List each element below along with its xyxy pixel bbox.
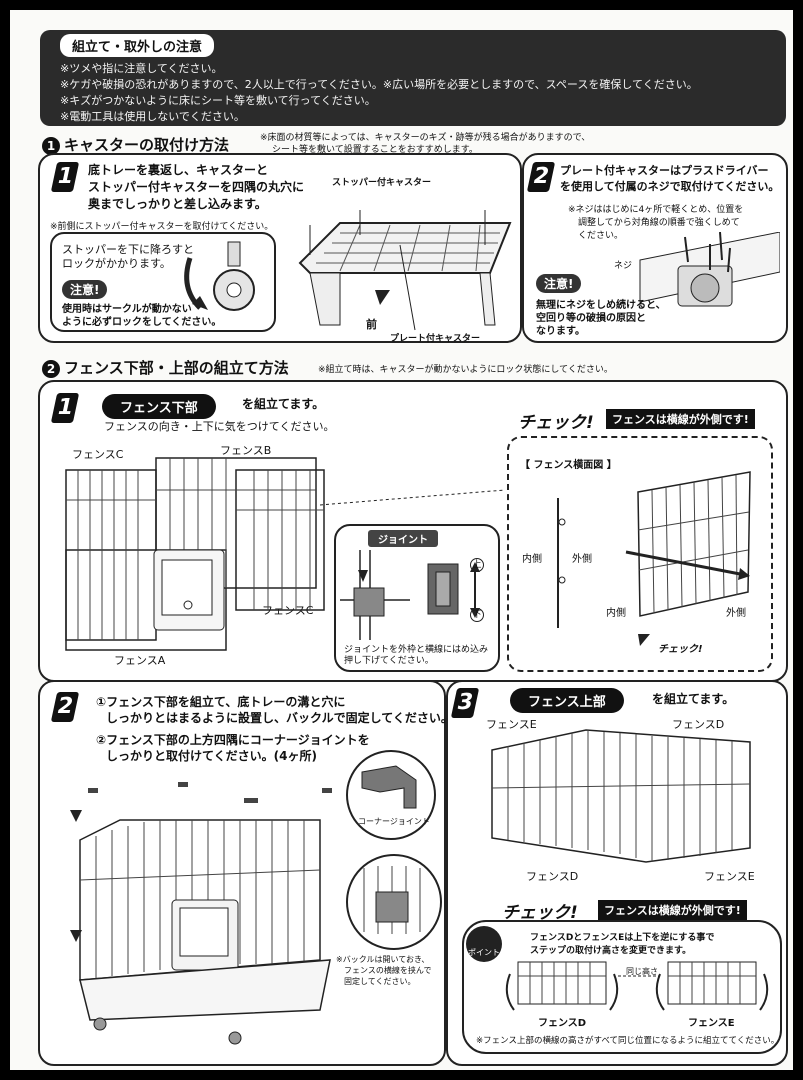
- joint-title: ジョイント: [368, 530, 438, 547]
- point-text-2: ステップの取付け高さを変更できます。: [530, 946, 692, 956]
- outer-label-2: 外側: [726, 608, 746, 619]
- caution-line-2: ※ケガや破損の恐れがありますので、2人以上で行ってください。※広い場所を必要とし…: [60, 78, 698, 91]
- fence-d-bottom-label: フェンスD: [526, 870, 579, 883]
- fence-c-top-label: フェンスC: [72, 448, 124, 461]
- caster-step1-line3: 奥までしっかりと差し込みます。: [88, 197, 267, 211]
- caster-step2-line1: プレート付キャスターはプラスドライバー: [560, 164, 769, 177]
- corner-joint-icon: [361, 765, 417, 809]
- fence-step2-line3: ②フェンス下部の上方四隅にコーナージョイントを: [96, 733, 370, 747]
- fence-lower-text: を組立てます。: [242, 397, 325, 411]
- screw-caution-2: 空回り等の破損の原因と: [536, 313, 646, 324]
- screw-note-2: 調整してから対角線の順番で強くしめて: [578, 218, 740, 228]
- screw-caution-3: なります。: [536, 326, 585, 337]
- plate-caster-illustration: [639, 232, 780, 307]
- plate-caster-label: プレート付キャスター: [390, 334, 481, 344]
- joint-text-2: 押し下げてください。: [344, 656, 434, 666]
- joint-down-label: 下: [470, 608, 484, 622]
- fence-upper-illustration: [491, 729, 751, 863]
- screw-label: ネジ: [614, 261, 633, 271]
- fence-d-point-label: フェンスD: [538, 1018, 587, 1029]
- fence-step2-line4: しっかりと取付けてください。(4ヶ所): [106, 749, 317, 763]
- stopper-caster-illustration: [184, 241, 255, 311]
- fence-b-label: フェンスB: [220, 444, 272, 457]
- same-height-label: 同じ高さ: [626, 967, 658, 976]
- point-label: ポイント: [468, 948, 500, 957]
- assembly-caution-panel: 組立て・取外しの注意 ※ツメや指に注意してください。 ※ケガや破損の恐れがありま…: [40, 30, 786, 126]
- section1-note-2: シート等を敷いて設置することをおすすめします。: [272, 145, 478, 155]
- caution-line-1: ※ツメや指に注意してください。: [60, 62, 223, 75]
- stopper-caution-badge: 注意!: [62, 280, 108, 299]
- joint-text-1: ジョイントを外枠と横線にはめ込み: [344, 645, 489, 655]
- check-title-2: チェック!: [502, 903, 578, 923]
- fence-tray-illustration: [70, 782, 332, 1045]
- fence-orientation-note: フェンスの向き・上下に気をつけてください。: [104, 420, 335, 433]
- stopper-caution-2: ように必ずロックをしてください。: [62, 317, 222, 328]
- point-badge: ポイント: [466, 926, 502, 962]
- check-arrow-label: チェック!: [658, 644, 703, 655]
- check-title-1: チェック!: [518, 413, 594, 433]
- caution-line-3: ※キズがつかないように床にシート等を敷いて行ってください。: [60, 94, 376, 107]
- caster-step1-line1: 底トレーを裏返し、キャスターと: [88, 163, 269, 177]
- buckle-note-3: 固定してください。: [344, 977, 416, 986]
- stopper-text-1: ストッパーを下に降ろすと: [62, 243, 194, 256]
- check-pill-1: フェンスは横線が外側です!: [606, 409, 755, 429]
- corner-joint-inset: [346, 750, 436, 840]
- inner-label-2: 内側: [606, 608, 626, 619]
- section1-title: キャスターの取付け方法: [64, 136, 230, 154]
- fence-step2-line1: ①フェンス下部を組立て、底トレーの溝と穴に: [96, 695, 346, 709]
- section1-note-1: ※床面の材質等によっては、キャスターのキズ・跡等が残る場合がありますので、: [260, 133, 591, 143]
- screw-note-3: ください。: [578, 231, 624, 241]
- fence-lower-pill: フェンス下部: [102, 394, 216, 419]
- stopper-caster-label: ストッパー付キャスター: [332, 178, 432, 188]
- caution-line-4: ※電動工具は使用しないでください。: [60, 110, 245, 123]
- corner-joint-label: コーナージョイント: [358, 817, 430, 826]
- fence-side-view-illustration: [557, 471, 751, 646]
- buckle-inset: [346, 854, 442, 950]
- buckle-note-1: ※バックルは開いておき、: [336, 955, 430, 964]
- caster-step2-line2: を使用して付属のネジで取付けてください。: [560, 180, 780, 193]
- buckle-note-2: フェンスの横線を挟んで: [344, 966, 432, 975]
- fence-side-view-box: [507, 436, 773, 672]
- dashed-leader-line: [319, 489, 506, 506]
- section2-number: 2: [42, 359, 60, 378]
- fence-side-view-title: 【 フェンス横面図 】: [520, 460, 617, 471]
- joint-illustration: [340, 550, 480, 640]
- section1-number: 1: [42, 136, 60, 155]
- fence-lower-illustration: [65, 457, 325, 651]
- front-label: 前: [366, 318, 377, 331]
- screw-note-1: ※ネジははじめに4ヶ所で軽くとめ、位置を: [568, 205, 744, 215]
- fence-e-top-label: フェンスE: [486, 718, 537, 731]
- caution-panel-title: 組立て・取外しの注意: [60, 34, 215, 57]
- fence-upper-text: を組立てます。: [652, 692, 735, 706]
- screw-caution-badge: 注意!: [536, 274, 582, 293]
- fence-d-top-label: フェンスD: [672, 718, 725, 731]
- check-pill-2: フェンスは横線が外側です!: [598, 900, 747, 920]
- point-text-1: フェンスDとフェンスEは上下を逆にする事で: [530, 933, 715, 943]
- bottom-tray-illustration: [298, 210, 512, 331]
- buckle-icon: [363, 866, 421, 934]
- front-stopper-note: ※前側にストッパー付キャスターを取付けてください。: [50, 222, 274, 232]
- section2-note: ※組立て時は、キャスターが動かないようにロック状態にしてください。: [318, 365, 613, 375]
- fence-e-point-label: フェンスE: [688, 1018, 735, 1029]
- joint-up-label: 上: [470, 558, 484, 572]
- instruction-page: { "notice": { "title": "組立て・取外しの注意", "li…: [10, 10, 793, 1070]
- outer-label-1: 外側: [572, 554, 592, 565]
- fence-step2-line2: しっかりとはまるように設置し、バックルで固定してください。: [106, 711, 453, 725]
- screw-caution-1: 無理にネジをしめ続けると、: [536, 300, 666, 311]
- reversible-fence-illustration: [505, 961, 769, 1011]
- fence-a-label: フェンスA: [114, 654, 166, 667]
- caster-step1-line2: ストッパー付キャスターを四隅の丸穴に: [88, 180, 305, 194]
- fence-e-bottom-label: フェンスE: [704, 870, 755, 883]
- fence-upper-footnote: ※フェンス上部の横線の高さがすべて同じ位置になるように組立ててください。: [476, 1036, 780, 1046]
- stopper-caution-1: 使用時はサークルが動かない: [62, 304, 192, 315]
- stopper-text-2: ロックがかかります。: [62, 257, 171, 270]
- inner-label-1: 内側: [522, 554, 542, 565]
- section2-title: フェンス下部・上部の組立て方法: [64, 359, 289, 377]
- fence-upper-pill: フェンス上部: [510, 688, 624, 713]
